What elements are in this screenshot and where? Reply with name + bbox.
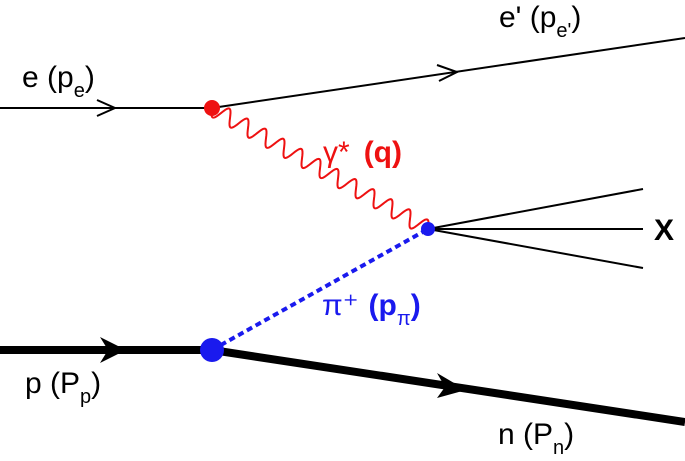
pion-line xyxy=(211,227,429,352)
jet-lower xyxy=(427,228,644,269)
label-neutron: n (Pn) xyxy=(498,418,574,459)
label-photon: γ*(q) xyxy=(323,136,402,169)
proton-pion-vertex xyxy=(200,338,224,362)
scattered-electron-line xyxy=(211,37,685,109)
label-scattered-electron: e' (pe') xyxy=(499,1,581,42)
electron-photon-vertex xyxy=(204,100,220,116)
scattered-electron-arrow xyxy=(436,64,460,82)
virtual-photon-line xyxy=(210,107,430,230)
neutron-arrow xyxy=(437,373,466,398)
label-pion: π⁺(pπ) xyxy=(322,289,421,330)
jet-upper xyxy=(427,188,644,230)
label-incoming-electron: e (pe) xyxy=(22,61,95,102)
label-proton: p (Pp) xyxy=(25,367,101,408)
proton-arrow xyxy=(100,337,126,363)
photon-pion-vertex xyxy=(421,222,435,236)
label-final-state-x: X xyxy=(654,214,674,247)
incoming-electron-arrow xyxy=(96,99,118,117)
